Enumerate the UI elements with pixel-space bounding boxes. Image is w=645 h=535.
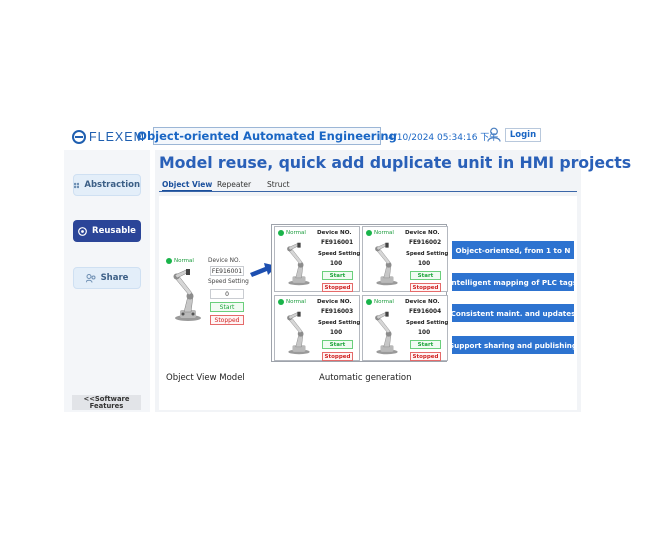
- device-no-label: Device NO.: [208, 258, 241, 264]
- status-dot-icon: [278, 230, 284, 236]
- software-features-button[interactable]: <<Software Features: [72, 395, 141, 410]
- status-indicator: Normal: [366, 299, 394, 305]
- device-unit-card: Normal Device NO. FE916002 Speed Setting…: [362, 226, 448, 292]
- datetime-display: 4/10/2024 05:34:16 下午: [388, 133, 499, 143]
- reuse-icon: [78, 226, 87, 236]
- stopped-button[interactable]: Stopped: [210, 315, 244, 325]
- flexem-logo: FLEXEM: [72, 128, 145, 146]
- flexem-logo-icon: [72, 130, 86, 144]
- device-no-field[interactable]: FE916001: [210, 266, 244, 276]
- robot-arm-icon: [287, 311, 310, 355]
- speed-setting-label: Speed Setting: [406, 320, 449, 326]
- start-button[interactable]: Start: [410, 340, 441, 349]
- speed-setting-field[interactable]: 0: [210, 289, 244, 299]
- speed-setting-label: Speed Setting: [208, 279, 249, 285]
- login-button[interactable]: Login: [505, 128, 541, 142]
- sidebar-item-abstraction[interactable]: Abstraction: [73, 174, 141, 196]
- stopped-button[interactable]: Stopped: [322, 283, 353, 292]
- status-dot-icon: [366, 230, 372, 236]
- status-text: Normal: [174, 258, 194, 264]
- user-icon[interactable]: [487, 127, 501, 142]
- sidebar-item-reusable[interactable]: Reusable: [73, 220, 141, 242]
- feature-object-oriented[interactable]: Object-oriented, from 1 to N: [452, 241, 574, 259]
- status-dot-icon: [366, 299, 372, 305]
- device-no-value: FE916004: [409, 309, 442, 315]
- device-no-value: FE916002: [409, 240, 442, 246]
- app-title: Object-oriented Automated Engineering: [137, 127, 397, 145]
- robot-arm-icon: [375, 242, 398, 286]
- device-no-label: Device NO.: [317, 299, 352, 305]
- device-no-value: FE916001: [321, 240, 354, 246]
- status-dot-icon: [278, 299, 284, 305]
- stopped-button[interactable]: Stopped: [322, 352, 353, 361]
- status-text: Normal: [374, 230, 394, 236]
- caption-object-view-model: Object View Model: [166, 373, 245, 383]
- status-text: Normal: [286, 299, 306, 305]
- start-button[interactable]: Start: [322, 340, 353, 349]
- logo-text: FLEXEM: [89, 130, 146, 144]
- sidebar-item-label: Reusable: [92, 226, 136, 236]
- stopped-button[interactable]: Stopped: [410, 352, 441, 361]
- device-no-label: Device NO.: [317, 230, 352, 236]
- robot-arm-icon: [173, 269, 201, 321]
- tab-struct[interactable]: Struct: [267, 180, 290, 189]
- status-indicator: Normal: [166, 258, 194, 264]
- feature-sharing-publishing[interactable]: Support sharing and publishing: [449, 336, 577, 354]
- speed-setting-value: 100: [418, 330, 431, 336]
- page-headline: Model reuse, quick add duplicate unit in…: [159, 153, 632, 172]
- software-features-line1: <<Software: [83, 394, 130, 403]
- share-icon: [85, 273, 96, 283]
- status-indicator: Normal: [278, 299, 306, 305]
- status-indicator: Normal: [366, 230, 394, 236]
- stopped-button[interactable]: Stopped: [410, 283, 441, 292]
- speed-setting-label: Speed Setting: [406, 251, 449, 257]
- device-unit-card: Normal Device NO. FE916003 Speed Setting…: [274, 295, 360, 361]
- device-no-label: Device NO.: [405, 299, 440, 305]
- feature-plc-tag-mapping[interactable]: Intelligent mapping of PLC tags: [449, 273, 577, 291]
- tab-repeater[interactable]: Repeater: [217, 180, 252, 189]
- speed-setting-label: Speed Setting: [318, 251, 361, 257]
- grid-icon: [74, 182, 80, 188]
- software-features-line2: Features: [89, 401, 124, 410]
- speed-setting-label: Speed Setting: [318, 320, 361, 326]
- robot-arm-icon: [287, 242, 310, 286]
- feature-consistent-maintenance[interactable]: Consistent maint. and updates: [451, 304, 575, 322]
- arrow-right-icon: [250, 263, 277, 277]
- device-unit-card: Normal Device NO. FE916004 Speed Setting…: [362, 295, 448, 361]
- speed-setting-value: 100: [418, 261, 431, 267]
- device-no-label: Device NO.: [405, 230, 440, 236]
- sidebar-item-share[interactable]: Share: [73, 267, 141, 289]
- robot-arm-icon: [375, 311, 398, 355]
- tab-underline: [159, 191, 577, 192]
- sidebar-item-label: Abstraction: [84, 180, 140, 190]
- speed-setting-value: 100: [330, 330, 343, 336]
- sidebar-item-label: Share: [100, 273, 129, 283]
- start-button[interactable]: Start: [322, 271, 353, 280]
- speed-setting-value: 100: [330, 261, 343, 267]
- status-dot-icon: [166, 258, 172, 264]
- device-no-value: FE916003: [321, 309, 354, 315]
- status-indicator: Normal: [278, 230, 306, 236]
- status-text: Normal: [286, 230, 306, 236]
- start-button[interactable]: Start: [210, 302, 244, 312]
- device-unit-card: Normal Device NO. FE916001 Speed Setting…: [274, 226, 360, 292]
- status-text: Normal: [374, 299, 394, 305]
- caption-automatic-generation: Automatic generation: [319, 373, 412, 383]
- tab-object-view[interactable]: Object View: [162, 180, 213, 191]
- start-button[interactable]: Start: [410, 271, 441, 280]
